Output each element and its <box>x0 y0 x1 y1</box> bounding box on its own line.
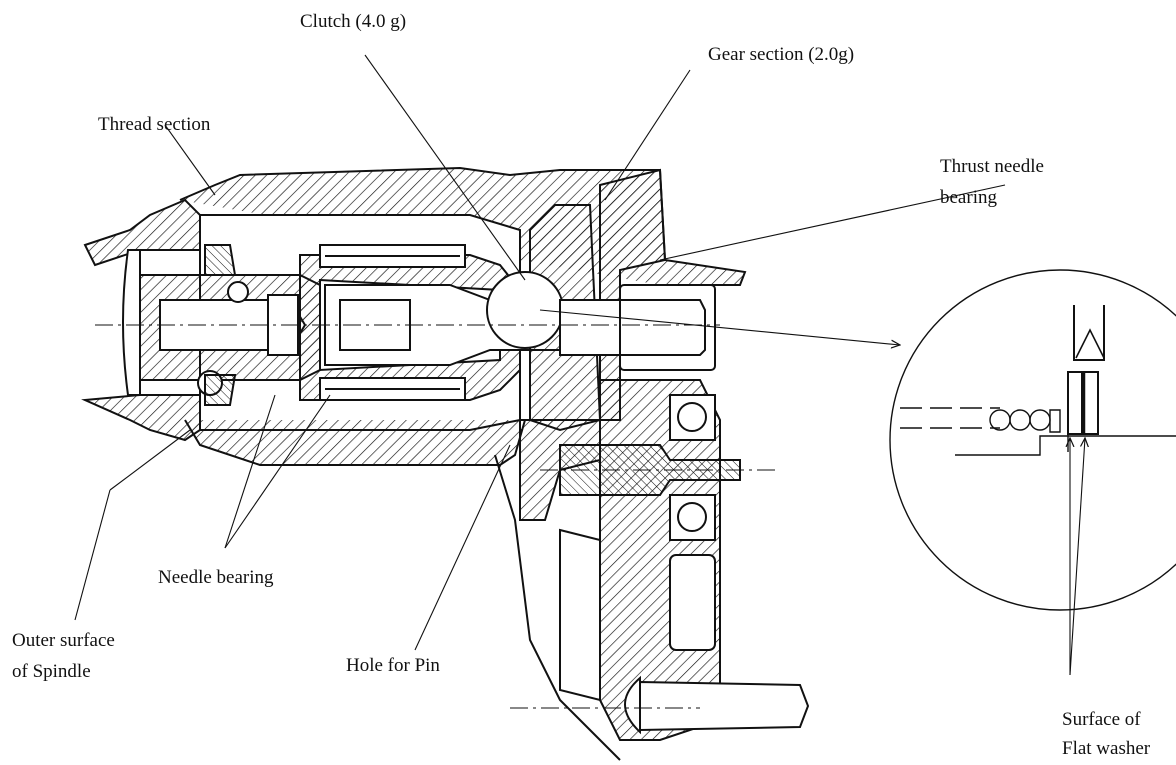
label-clutch: Clutch (4.0 g) <box>300 11 407 32</box>
label-thrust-needle-bearing-2: bearing <box>940 187 997 208</box>
clutch-ball <box>486 271 564 349</box>
pin-head <box>624 675 641 735</box>
label-thrust-needle-bearing-1: Thrust needle <box>940 156 1044 177</box>
label-thread-section: Thread section <box>98 114 211 135</box>
detail-view <box>889 269 1176 611</box>
label-flat-washer-2: Flat washer <box>1062 738 1151 759</box>
label-flat-washer-1: Surface of <box>1062 709 1141 730</box>
output-shaft <box>559 299 706 356</box>
chuck-ball-top <box>227 281 249 303</box>
housing-bottom <box>184 419 526 466</box>
label-needle-bearing: Needle bearing <box>158 567 274 588</box>
lower-slot <box>669 554 716 651</box>
chuck-jaw-bottom <box>204 374 237 406</box>
label-outer-surface-1: Outer surface <box>12 630 115 651</box>
pin <box>639 680 810 732</box>
nose-collar-top <box>83 198 201 267</box>
centerlines <box>95 324 780 709</box>
handle-outline <box>494 454 621 761</box>
label-outer-surface-2: of Spindle <box>12 661 91 682</box>
detail-circle <box>889 269 1176 611</box>
chuck-jaw-top <box>204 244 237 276</box>
nose-collar-bottom <box>81 394 201 442</box>
leader-lines <box>74 54 1085 676</box>
nose-face <box>122 249 141 396</box>
label-gear-section: Gear section (2.0g) <box>708 44 855 65</box>
label-hole-for-pin: Hole for Pin <box>346 655 440 676</box>
drawing-body <box>81 166 810 761</box>
handle-inner <box>559 528 601 702</box>
